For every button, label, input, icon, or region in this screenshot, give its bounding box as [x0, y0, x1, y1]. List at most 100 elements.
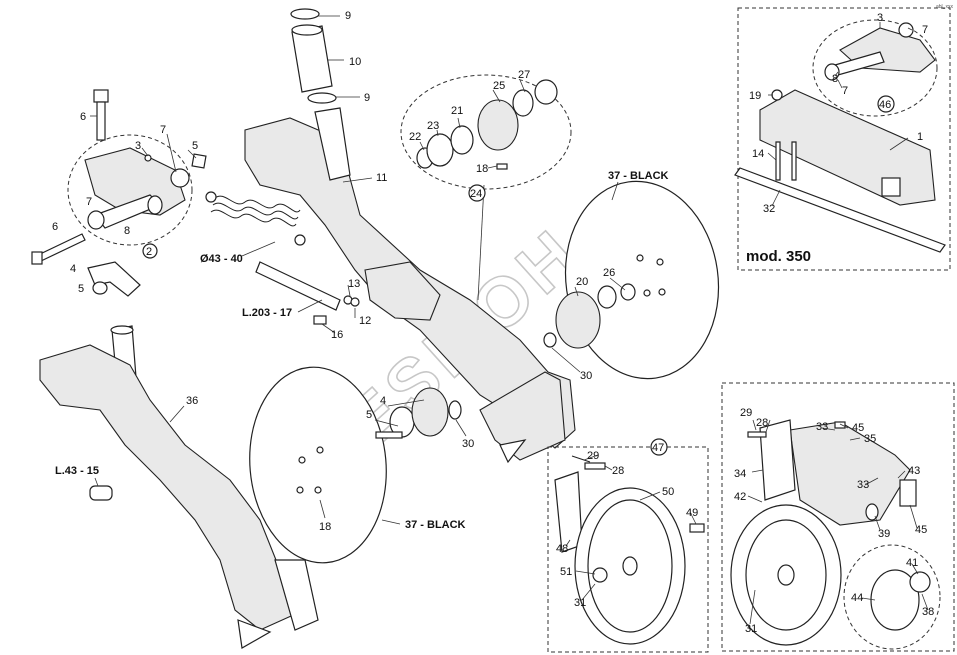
- bracket-plate: [274, 559, 319, 631]
- pin-14: [775, 141, 781, 181]
- wheel-50-hub: [622, 556, 638, 576]
- label-20: 20: [576, 276, 588, 288]
- label-29b: 29: [587, 450, 599, 462]
- label-1: 1: [917, 131, 923, 143]
- callout-labels: 9 10 9 6 3 5 7 7 6 8 2 4 5 11 Ø43 - 40 1…: [52, 10, 934, 635]
- label-51: 51: [560, 566, 572, 578]
- label-41: 41: [906, 557, 918, 569]
- wheel-42-hub: [777, 564, 795, 586]
- bolt-18a: [496, 163, 508, 170]
- box-47-frame: [547, 446, 709, 653]
- bolt-6b-head: [31, 251, 43, 265]
- coulter-tip: [499, 439, 527, 464]
- bearing-23: [426, 133, 454, 167]
- bolt-16: [313, 315, 327, 325]
- label-38: 38: [922, 606, 934, 618]
- label-6b: 6: [52, 221, 58, 233]
- label-21: 21: [451, 105, 463, 117]
- label-4b: 4: [380, 395, 386, 407]
- label-3b: 3: [877, 12, 883, 24]
- label-47: 47: [652, 442, 664, 454]
- disc-37-upper: [543, 180, 720, 380]
- ring-30b: [448, 400, 462, 420]
- corner-mark: abl_xxx: [936, 4, 953, 10]
- label-4a: 4: [70, 263, 76, 275]
- pin-28a: [747, 431, 767, 438]
- tube-10-top: [291, 24, 323, 36]
- disc-37-lower: [249, 366, 566, 564]
- label-5b: 5: [78, 283, 84, 295]
- label-203-17: L.203 - 17: [242, 307, 292, 319]
- label-12: 12: [359, 315, 371, 327]
- link-17: [255, 261, 341, 311]
- seal-21: [450, 125, 474, 155]
- ring-30a: [543, 332, 557, 348]
- tube-10: [291, 25, 333, 93]
- label-31a: 31: [745, 623, 757, 635]
- label-11: 11: [376, 172, 387, 184]
- label-36: 36: [186, 395, 198, 407]
- label-13: 13: [348, 278, 360, 290]
- label-26: 26: [603, 267, 615, 279]
- label-8a: 8: [124, 225, 130, 237]
- ring-20: [597, 285, 617, 309]
- badge-46: [877, 95, 895, 113]
- hub-25: [477, 99, 519, 151]
- hub-20: [555, 291, 601, 349]
- washer-39: [865, 503, 879, 521]
- inset-mod-350-frame: [737, 7, 951, 271]
- arm-35: [789, 421, 911, 526]
- label-24: 24: [470, 188, 482, 200]
- label-39: 39: [878, 528, 890, 540]
- inset-title: mod. 350: [746, 248, 811, 265]
- label-43-40: Ø43 - 40: [200, 253, 243, 265]
- label-46: 46: [879, 99, 891, 111]
- label-25: 25: [493, 80, 505, 92]
- inset-mod-350: [734, 7, 951, 271]
- label-28b: 28: [612, 465, 624, 477]
- scraper-tip: [237, 619, 272, 649]
- label-18b: 18: [319, 521, 331, 533]
- bolt-5c: [375, 431, 403, 439]
- bolt-45a: [834, 421, 846, 429]
- bearing-group-24: [400, 74, 572, 190]
- label-18a: 18: [476, 163, 488, 175]
- label-19: 19: [749, 90, 761, 102]
- pin-9b: [307, 92, 337, 104]
- label-6a: 6: [80, 111, 86, 123]
- beam-1-end: [881, 177, 901, 197]
- plate-45b: [899, 479, 917, 507]
- bolt-41: [909, 571, 931, 593]
- bushing-5: [170, 168, 190, 188]
- detail-circle-44: [843, 544, 941, 650]
- label-5c: 5: [366, 409, 372, 421]
- label-9a: 9: [345, 10, 351, 22]
- gauge-wheel-group: [721, 382, 955, 652]
- disc-37b: [249, 366, 387, 564]
- washer-7d: [898, 22, 914, 38]
- label-7b: 7: [86, 196, 92, 208]
- gauge-box-frame: [721, 382, 955, 652]
- label-31b: 31: [574, 597, 586, 609]
- bushing-51: [592, 567, 608, 583]
- label-49: 49: [686, 507, 698, 519]
- washer-7b: [147, 195, 163, 215]
- label-33b: 33: [857, 479, 869, 491]
- cap-26: [620, 283, 636, 301]
- label-45a: 45: [852, 422, 864, 434]
- label-14: 14: [752, 148, 764, 160]
- label-7c: 7: [922, 24, 928, 36]
- label-22: 22: [409, 131, 421, 143]
- hub-44: [870, 569, 920, 631]
- label-42: 42: [734, 491, 746, 503]
- label-27: 27: [518, 69, 530, 81]
- badge-47: [650, 438, 668, 456]
- bolt-shank-6: [96, 101, 106, 141]
- nut-5b: [92, 281, 108, 295]
- label-30b: 30: [462, 438, 474, 450]
- cap-27: [534, 79, 558, 105]
- detail-circle-2: [67, 134, 193, 246]
- label-45b: 45: [915, 524, 927, 536]
- frame-36: [39, 325, 319, 649]
- label-33a: 33: [816, 421, 828, 433]
